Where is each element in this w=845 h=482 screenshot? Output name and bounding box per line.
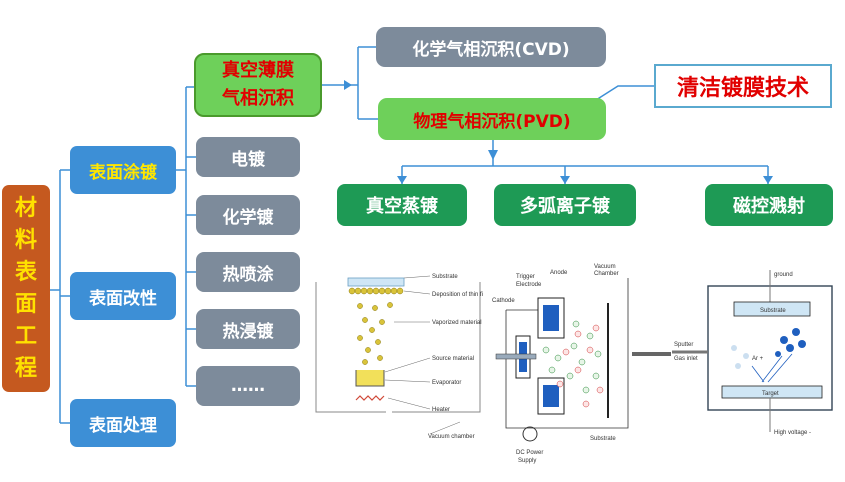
root-char: 材	[14, 195, 37, 221]
node-cvd: 化学气相沉积(CVD)	[376, 27, 606, 67]
root-char: 面	[14, 291, 37, 317]
arc-label: DC Power	[516, 450, 543, 456]
arc-label: Supply	[518, 458, 536, 464]
arc-label: Anode	[550, 270, 568, 276]
node-multi-arc-ion-plating: 多弧离子镀	[494, 184, 636, 226]
arc-label: Cathode	[492, 298, 515, 304]
sputter-label: Substrate	[760, 308, 786, 314]
evaporation-diagram: Substrate Deposition of thin fi Vaporize…	[315, 274, 483, 440]
root-char: 程	[14, 355, 37, 381]
evap-label: Vacuum chamber	[428, 434, 475, 440]
node-surface-treatment: 表面处理	[70, 399, 176, 447]
multi-arc-diagram: Trigger Electrode Anode Vacuum Chamber C…	[492, 264, 671, 464]
node-vacuum-thin-film: 真空薄膜 气相沉积	[194, 53, 322, 117]
vacuum-line-2: 气相沉积	[222, 88, 294, 109]
evap-label: Vaporized material	[432, 320, 482, 326]
sputter-label: Gas inlet	[674, 356, 698, 362]
root-char: 料	[14, 227, 37, 253]
node-surface-coating: 表面涂镀	[70, 146, 176, 194]
sputter-label: Target	[762, 391, 779, 397]
vacuum-line-1: 真空薄膜	[222, 60, 294, 81]
evap-label: Heater	[432, 407, 450, 413]
arc-label: Chamber	[594, 271, 619, 277]
node-pvd: 物理气相沉积(PVD)	[378, 98, 606, 140]
arc-label: Vacuum	[594, 264, 616, 270]
evap-label: Deposition of thin fi	[432, 292, 483, 298]
node-electroless-plating: 化学镀	[196, 195, 300, 235]
sputter-label: High voltage -	[774, 430, 811, 436]
evap-label: Evaporator	[432, 380, 461, 386]
arc-label: Trigger	[516, 274, 535, 280]
callout-clean-coating: 清洁镀膜技术	[654, 64, 832, 108]
node-more: ……	[196, 366, 300, 406]
evap-label: Substrate	[432, 274, 458, 280]
node-surface-modification: 表面改性	[70, 272, 176, 320]
node-hot-dip: 热浸镀	[196, 309, 300, 349]
sputtering-diagram: ground Substrate Sputter Gas inlet Ar + …	[672, 270, 833, 436]
arc-label: Electrode	[516, 282, 542, 288]
root-char: 工	[14, 323, 37, 349]
node-vacuum-evaporation: 真空蒸镀	[337, 184, 467, 226]
root-node-materials-engineering: 材 料 表 面 工 程	[2, 185, 50, 392]
node-thermal-spray: 热喷涂	[196, 252, 300, 292]
node-magnetron-sputtering: 磁控溅射	[705, 184, 833, 226]
evap-label: Source material	[432, 356, 474, 362]
root-char: 表	[14, 259, 37, 285]
sputter-label: Sputter	[674, 342, 693, 348]
arc-label: Substrate	[590, 436, 616, 442]
sputter-label: Ar +	[752, 356, 764, 362]
node-electroplating: 电镀	[196, 137, 300, 177]
sputter-label: ground	[774, 272, 793, 278]
